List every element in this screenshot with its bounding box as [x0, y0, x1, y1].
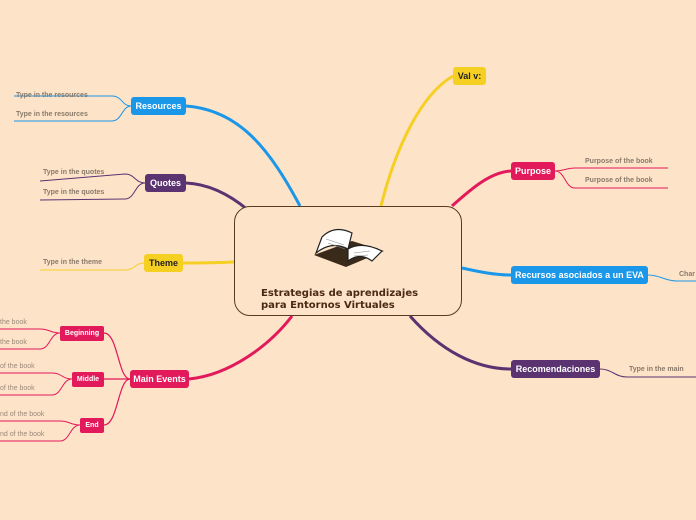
subtopic-middle-label: Middle: [77, 376, 99, 383]
end-leaf-1[interactable]: nd of the book: [0, 411, 44, 418]
subtopic-middle[interactable]: Middle: [72, 372, 104, 387]
beginning-leaf-2[interactable]: the book: [0, 339, 27, 346]
central-title-line2: para Entornos Virtuales: [261, 300, 418, 312]
subtopic-end[interactable]: End: [80, 418, 104, 433]
subtopic-purpose-1[interactable]: Purpose of the book: [585, 158, 653, 165]
middle-leaf-2[interactable]: of the book: [0, 385, 35, 392]
topic-main-events[interactable]: Main Events: [130, 370, 189, 388]
subtopic-theme-1[interactable]: Type in the theme: [43, 259, 102, 266]
topic-theme[interactable]: Theme: [144, 254, 183, 272]
subtopic-recomendaciones-1[interactable]: Type in the main: [629, 366, 684, 373]
subtopic-quotes-1[interactable]: Type in the quotes: [43, 169, 104, 176]
topic-val[interactable]: Val v:: [453, 67, 486, 85]
topic-recomendaciones-label: Recomendaciones: [516, 364, 596, 374]
central-topic[interactable]: Estrategias de aprendizajes para Entorno…: [234, 206, 462, 316]
subtopic-resources-2[interactable]: Type in the resources: [16, 111, 88, 118]
end-leaf-2[interactable]: nd of the book: [0, 431, 44, 438]
subtopic-beginning[interactable]: Beginning: [60, 326, 104, 341]
central-title-line1: Estrategias de aprendizajes: [261, 288, 418, 300]
subtopic-resources-1[interactable]: Type in the resources: [16, 92, 88, 99]
connector-main-events: [189, 316, 292, 379]
topic-resources[interactable]: Resources: [131, 97, 186, 115]
connector-quotes: [186, 183, 248, 210]
topic-main-events-label: Main Events: [133, 374, 186, 384]
topic-recomendaciones[interactable]: Recomendaciones: [511, 360, 600, 378]
subtopic-beginning-label: Beginning: [65, 330, 99, 337]
topic-quotes[interactable]: Quotes: [145, 174, 186, 192]
subtopic-end-label: End: [85, 422, 98, 429]
topic-purpose[interactable]: Purpose: [511, 162, 555, 180]
connector-val: [381, 76, 453, 206]
topic-resources-label: Resources: [135, 101, 181, 111]
topic-recursos[interactable]: Recursos asociados a un EVA: [511, 266, 648, 284]
topic-theme-label: Theme: [149, 258, 178, 268]
connector-recursos: [462, 268, 511, 275]
central-title: Estrategias de aprendizajes para Entorno…: [261, 288, 418, 312]
connector-recomendaciones: [410, 316, 511, 369]
book-icon: [312, 225, 386, 273]
topic-quotes-label: Quotes: [150, 178, 181, 188]
topic-recursos-label: Recursos asociados a un EVA: [515, 270, 644, 280]
topic-val-label: Val v:: [458, 71, 482, 81]
connector-resources: [186, 106, 300, 206]
subtopic-quotes-2[interactable]: Type in the quotes: [43, 189, 104, 196]
middle-leaf-1[interactable]: of the book: [0, 363, 35, 370]
subtopic-purpose-2[interactable]: Purpose of the book: [585, 177, 653, 184]
topic-purpose-label: Purpose: [515, 166, 551, 176]
subtopic-recursos-1[interactable]: Char: [679, 271, 695, 278]
beginning-leaf-1[interactable]: the book: [0, 319, 27, 326]
connector-purpose: [452, 171, 511, 206]
connector-theme: [183, 262, 234, 263]
